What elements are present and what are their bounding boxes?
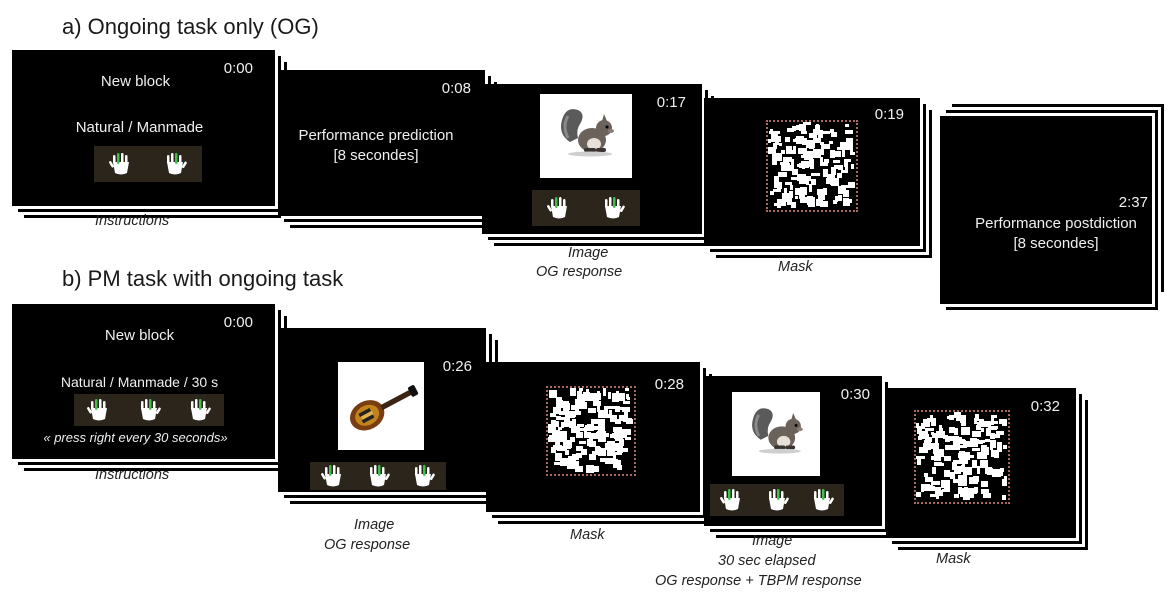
- screen-text: New block: [100, 73, 171, 90]
- hand-icon: [720, 489, 741, 511]
- hand-icon: [141, 399, 161, 421]
- screen-b-mask-2: 0:32: [886, 388, 1076, 538]
- caption: 30 sec elapsed: [718, 553, 816, 569]
- caption: Instructions: [95, 467, 170, 483]
- caption: Image: [568, 245, 609, 261]
- screen-text: Natural / Manmade: [75, 119, 204, 136]
- response-hands: [310, 462, 446, 490]
- hand-icon: [109, 153, 129, 175]
- hand-icon: [605, 197, 625, 219]
- screen-text: Natural / Manmade / 30 s: [60, 374, 219, 390]
- squirrel-image: [732, 392, 820, 476]
- screen-text: Performance prediction: [298, 127, 454, 144]
- timestamp: 0:08: [441, 80, 471, 97]
- screen-text: [8 secondes]: [333, 147, 419, 164]
- hand-icon: [813, 489, 834, 511]
- timestamp: 0:30: [840, 386, 870, 403]
- timestamp: 2:37: [1118, 194, 1148, 211]
- caption: Mask: [570, 527, 605, 543]
- hand-icon: [768, 489, 789, 511]
- timestamp: 0:17: [656, 94, 686, 111]
- screen-a-instructions: 0:00 New block Natural / Manmade: [12, 50, 275, 206]
- response-hands: [94, 146, 202, 182]
- timestamp: 0:26: [442, 358, 472, 375]
- screen-text: « press right every 30 seconds»: [43, 430, 228, 445]
- timestamp: 0:00: [223, 60, 253, 77]
- caption: OG response: [324, 537, 411, 553]
- timestamp: 0:32: [1030, 398, 1060, 415]
- hand-icon: [320, 465, 341, 487]
- section-a-title: a) Ongoing task only (OG): [62, 14, 319, 39]
- timestamp: 0:19: [874, 106, 904, 123]
- screen-a-postdiction: 2:37 Performance postdiction [8 secondes…: [940, 116, 1152, 304]
- guitar-image: [338, 362, 424, 450]
- squirrel-image: [540, 94, 632, 178]
- noise-mask: [766, 120, 858, 212]
- hand-icon: [547, 197, 567, 219]
- screen-a-image: 0:17: [482, 84, 702, 234]
- screen-a-prediction: 0:08 Performance prediction [8 secondes]: [278, 70, 485, 216]
- caption: Image: [354, 517, 395, 533]
- screen-b-instructions: 0:00 New block Natural / Manmade / 30 s …: [12, 304, 275, 459]
- caption: OG response: [536, 264, 623, 280]
- screen-text: New block: [104, 327, 175, 344]
- caption: Mask: [936, 551, 971, 567]
- response-hands: [710, 484, 844, 516]
- hand-icon: [415, 465, 436, 487]
- caption: Mask: [778, 259, 813, 275]
- screen-text: Performance postdiction: [975, 215, 1137, 232]
- screen-b-mask-1: 0:28: [486, 362, 700, 512]
- section-b-title: b) PM task with ongoing task: [62, 266, 344, 291]
- caption: OG response + TBPM response: [655, 573, 862, 589]
- hand-icon: [369, 465, 390, 487]
- screen-b-image-squirrel: 0:30: [704, 376, 882, 526]
- response-hands: [74, 394, 224, 426]
- noise-mask: [914, 410, 1010, 504]
- hand-icon: [87, 399, 107, 421]
- timestamp: 0:00: [223, 314, 253, 331]
- hand-icon: [191, 399, 211, 421]
- screen-text: [8 secondes]: [1013, 235, 1099, 252]
- hand-icon: [167, 153, 187, 175]
- screen-b-image-guitar: 0:26: [278, 328, 486, 492]
- screen-a-mask: 0:19: [704, 98, 920, 246]
- timestamp: 0:28: [654, 376, 684, 393]
- response-hands: [532, 190, 640, 226]
- caption: Image: [752, 533, 793, 549]
- noise-mask: [546, 386, 636, 476]
- caption: Instructions: [95, 213, 170, 229]
